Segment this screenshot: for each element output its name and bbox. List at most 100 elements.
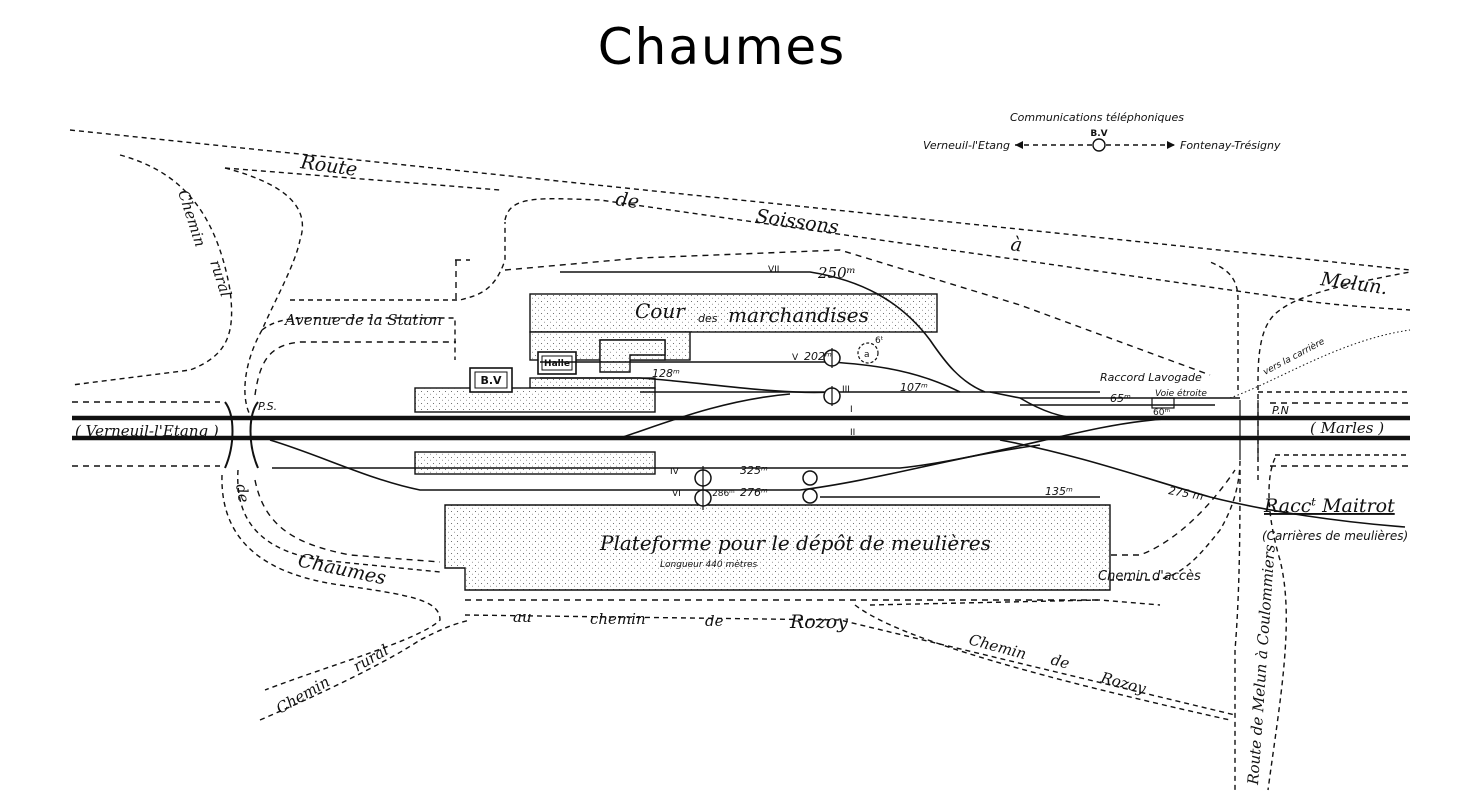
label-track-VI: VI [672,489,681,499]
len-107: 107ᵐ [900,381,928,394]
halle [537,351,577,375]
label-ps: P.S. [258,400,277,413]
chaumes-road-top [237,469,441,573]
label-cour: Cour [635,299,686,323]
len-V: 202ᵐ [804,350,832,363]
plateforme-depot [444,504,1111,591]
road-label-de-chaumes: de [232,483,253,504]
legend-left-label: Verneuil-l'Etang [923,139,1010,152]
road-label-rozoy-2: Rozoy [1098,668,1148,698]
track-raccord-maitrot [999,439,1406,528]
road-label-coulommiers: Route de Melun à Coulommiers [1244,544,1279,787]
label-pn: P.N [1272,404,1289,417]
fence-chaumes [254,479,441,563]
len-128: 128ᵐ [652,367,680,380]
len-276: 276ᵐ [740,486,768,499]
ps-bridge-right [249,401,259,469]
legend-bv: B.V [1090,129,1107,139]
len-286: 286ᵐ [712,489,735,499]
label-voie-etroite: Voie étroite [1155,388,1207,399]
road-label-rural-top: rural [206,258,235,300]
road-label-a: à [1009,233,1023,256]
len-325: 325ᵐ [740,464,768,477]
label-plateforme: Plateforme pour le dépôt de meulières [599,531,991,555]
avenue-bottom [261,317,456,360]
road-label-route: Route [298,151,358,181]
road-right-vertical [1209,261,1239,390]
batiment-voyageurs-inner [474,371,508,389]
label-track-VII: VII [768,265,779,275]
road-label-de-rozoy: de [705,612,724,630]
grue-circle [857,342,879,364]
tracks [72,271,1410,528]
legend-arrow-left [1015,141,1023,149]
label-raccord-maitrot: Raccᵗ Maitrot [1263,495,1395,517]
rozoy-road-mid [869,599,1161,606]
legend-bv-circle [1092,138,1106,152]
route-soissons-lower-right [504,198,1411,311]
road-label-rozoy: Rozoy [789,611,848,633]
label-vers-carriere: vers la carrière [1261,336,1327,378]
track-VII [560,271,986,393]
rozoy-road-upper [464,614,1236,716]
chemin-rural-top-left [71,154,233,386]
fence-avenue [254,341,456,396]
fences [72,249,1410,601]
label-track-III: III [842,385,850,395]
track-128 [540,377,831,394]
label-carrieres: (Carrières de meulières) [1262,529,1408,543]
label-track-II: II [850,428,855,438]
label-track-V: V [792,353,799,363]
len-VII: 250ᵐ [817,264,856,282]
len-135: 135ᵐ [1045,485,1073,498]
road-label-chemin-bottom: Chemin [273,673,333,718]
road-label-melun: Melun. [1318,268,1389,299]
plaque-tournante-5 [802,470,818,486]
chemin-rural-top-right [224,167,304,331]
halle-inner [541,355,573,371]
page-title: Chaumes [598,18,846,76]
quai-60m [1151,397,1175,409]
road-label-au: au [513,608,532,626]
roads [69,129,1411,791]
quai-voyageurs-2 [414,451,656,475]
road-label-chemin-top: Chemin [174,188,209,249]
quai-halle [529,377,656,389]
len-65: 65ᵐ [1110,392,1131,405]
voie-etroite-carriere [1229,329,1411,399]
legend-heading: Communications téléphoniques [1010,111,1184,124]
track-III-connection [619,393,791,439]
ps-bridge-left [224,401,234,469]
road-label-soissons: Soissons [754,205,840,238]
coulommiers-right [1267,457,1287,791]
track-IV [272,417,1191,469]
telephone-legend: Communications téléphoniques B.V Verneui… [923,111,1281,152]
fence-yard-top [504,249,1211,376]
len-60: 60ᵐ [1153,408,1170,418]
label-marchandises: marchandises [728,303,869,327]
road-label-de-rozoy-2: de [1049,650,1072,672]
len-275: 275 m [1167,484,1204,503]
road-label-rural-bottom: rural [350,641,392,676]
road-label-chemin: chemin [590,610,646,628]
legend-arrow-right [1167,141,1175,149]
chemin-rural-bottom-right [259,619,471,721]
road-right-top [1257,271,1411,480]
road-label-chaumes: Chaumes [296,549,388,589]
buildings-platforms: B.V Halle [414,293,1175,591]
plaque-tournante-6 [802,488,818,504]
chemin-acces [1100,459,1241,581]
fence-right-bottom [1100,469,1236,556]
signals [224,342,1259,510]
coulommiers-left [1234,469,1241,790]
road-label-chemin-rozoy: Chemin [967,630,1028,663]
track-VI [269,439,1041,491]
road-label-acces: Chemin d'accès [1098,569,1201,584]
cour-marchandises-top [529,293,938,333]
quai-bloc [599,339,666,373]
chaumes-road-bottom [221,474,441,691]
avenue-top [290,222,506,301]
bv-label: B.V [480,374,502,387]
avenue-curve [244,329,263,416]
